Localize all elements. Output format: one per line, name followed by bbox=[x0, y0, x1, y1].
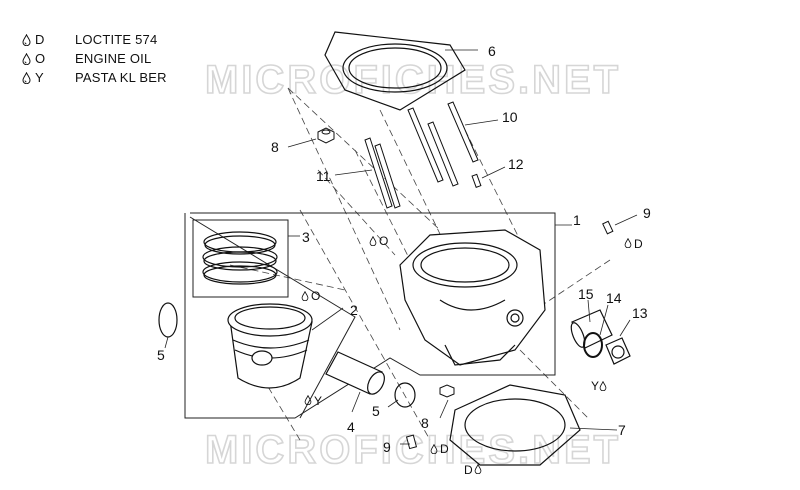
droplet-icon bbox=[599, 381, 607, 391]
callout-10: 10 bbox=[502, 109, 518, 125]
legend-text: ENGINE OIL bbox=[75, 51, 152, 66]
legend-item-paste: Y PASTA KL BER bbox=[22, 68, 167, 87]
piston-pin bbox=[325, 351, 385, 395]
droplet-icon bbox=[301, 291, 309, 301]
lower-bolt bbox=[405, 434, 418, 450]
piston-rings bbox=[202, 231, 278, 285]
marker-bolt-top-loctite: D bbox=[634, 237, 643, 251]
o-ring bbox=[583, 332, 603, 358]
callout-14: 14 bbox=[606, 290, 622, 306]
callout-2: 2 bbox=[350, 302, 358, 318]
callout-7: 7 bbox=[618, 422, 626, 438]
marker-plug-paste: Y bbox=[591, 379, 599, 393]
callout-8a: 8 bbox=[271, 139, 279, 155]
leader-lines bbox=[164, 49, 638, 445]
circlip-left bbox=[158, 302, 178, 338]
cylinder-group-frame bbox=[184, 212, 556, 419]
callout-12: 12 bbox=[508, 156, 524, 172]
circlip-right bbox=[394, 382, 416, 408]
cylinder bbox=[399, 229, 546, 366]
marker-pin-paste: Y bbox=[314, 394, 322, 408]
upper-bolt bbox=[602, 220, 614, 235]
base-gasket bbox=[449, 384, 581, 466]
marker-gasket-loctite: D bbox=[464, 463, 473, 477]
oil-sleeve bbox=[570, 309, 613, 349]
piston bbox=[227, 303, 313, 389]
legend-code: Y bbox=[35, 70, 44, 85]
head-gasket bbox=[324, 31, 466, 111]
legend-code: O bbox=[35, 51, 46, 66]
droplet-icon bbox=[624, 238, 632, 248]
lower-nut bbox=[439, 384, 455, 398]
callouts: 1 2 3 4 5 5 6 7 8 8 9 9 10 11 12 13 14 1… bbox=[157, 43, 651, 455]
callout-9a: 9 bbox=[643, 205, 651, 221]
lubricant-markers: O O D Y D D Y bbox=[301, 234, 643, 477]
droplet-icon bbox=[22, 52, 31, 65]
legend-text: PASTA KL BER bbox=[75, 70, 167, 85]
callout-8b: 8 bbox=[421, 415, 429, 431]
marker-piston-oil: O bbox=[311, 289, 320, 303]
piston-ring-box bbox=[192, 219, 289, 298]
callout-9b: 9 bbox=[383, 439, 391, 455]
marker-bolt-bottom-loctite: D bbox=[440, 442, 449, 456]
watermark-top: MICROFICHES.NET bbox=[205, 58, 621, 102]
callout-6: 6 bbox=[488, 43, 496, 59]
cylinder-studs bbox=[364, 101, 482, 209]
callout-15: 15 bbox=[578, 286, 594, 302]
callout-5a: 5 bbox=[157, 347, 165, 363]
callout-13: 13 bbox=[632, 305, 648, 321]
callout-1: 1 bbox=[573, 212, 581, 228]
droplet-icon bbox=[22, 33, 31, 46]
legend: D LOCTITE 574 O ENGINE OIL Y PASTA KL BE… bbox=[22, 30, 167, 87]
callout-4: 4 bbox=[347, 419, 355, 435]
stud-nut bbox=[317, 127, 335, 144]
watermark-bottom: MICROFICHES.NET bbox=[205, 428, 621, 472]
droplet-icon bbox=[22, 71, 31, 84]
legend-text: LOCTITE 574 bbox=[75, 32, 158, 47]
callout-3: 3 bbox=[302, 229, 310, 245]
legend-code: D bbox=[35, 32, 45, 47]
droplet-icon bbox=[369, 236, 377, 246]
callout-5b: 5 bbox=[372, 403, 380, 419]
legend-item-loctite: D LOCTITE 574 bbox=[22, 30, 167, 49]
legend-item-engine-oil: O ENGINE OIL bbox=[22, 49, 167, 68]
marker-cylinder-oil: O bbox=[379, 234, 388, 248]
callout-11: 11 bbox=[316, 168, 331, 184]
drain-plug bbox=[605, 337, 631, 365]
